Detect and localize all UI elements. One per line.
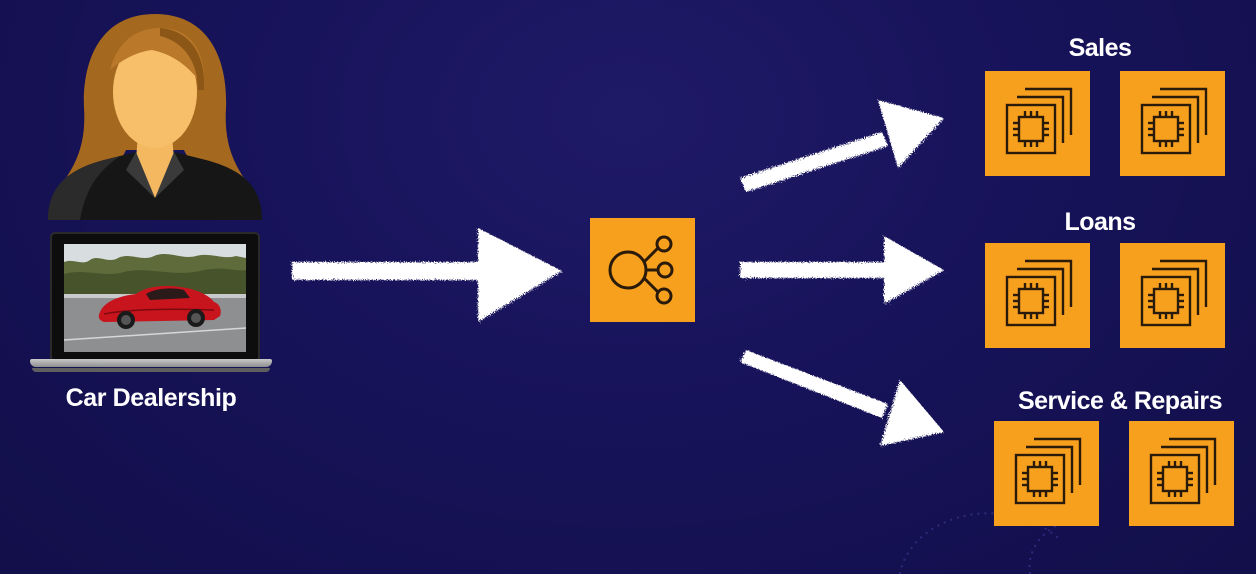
load-balancer-icon — [608, 235, 674, 305]
arrow-to-sales — [740, 100, 944, 192]
user-label: Car Dealership — [65, 384, 237, 412]
laptop-foot — [32, 368, 270, 372]
businesswoman-icon — [48, 14, 262, 220]
load-balancer — [590, 218, 695, 322]
ec2-instance-icon — [1005, 87, 1073, 155]
ec2-instance-sales-2 — [1120, 71, 1225, 176]
ec2-instance-icon — [1005, 259, 1073, 327]
group-title-service-repairs: Service & Repairs — [1017, 387, 1223, 415]
laptop-icon — [28, 228, 274, 378]
arrow-to-loans — [740, 236, 944, 304]
ec2-instance-icon — [1149, 437, 1217, 505]
ec2-instance-icon — [1140, 259, 1208, 327]
ec2-instance-icon — [1014, 437, 1082, 505]
arrow-to-load-balancer — [292, 228, 562, 322]
ec2-instance-service-2 — [1129, 421, 1234, 526]
ec2-instance-service-1 — [994, 421, 1099, 526]
group-title-loans: Loans — [1064, 208, 1136, 236]
ec2-instance-sales-1 — [985, 71, 1090, 176]
ec2-instance-loans-1 — [985, 243, 1090, 348]
ec2-instance-loans-2 — [1120, 243, 1225, 348]
group-title-sales: Sales — [1068, 34, 1132, 62]
laptop-screen — [50, 232, 260, 362]
car-photo — [64, 244, 246, 352]
ec2-instance-icon — [1140, 87, 1208, 155]
arrow-to-service — [740, 350, 944, 446]
laptop-base — [30, 359, 272, 367]
